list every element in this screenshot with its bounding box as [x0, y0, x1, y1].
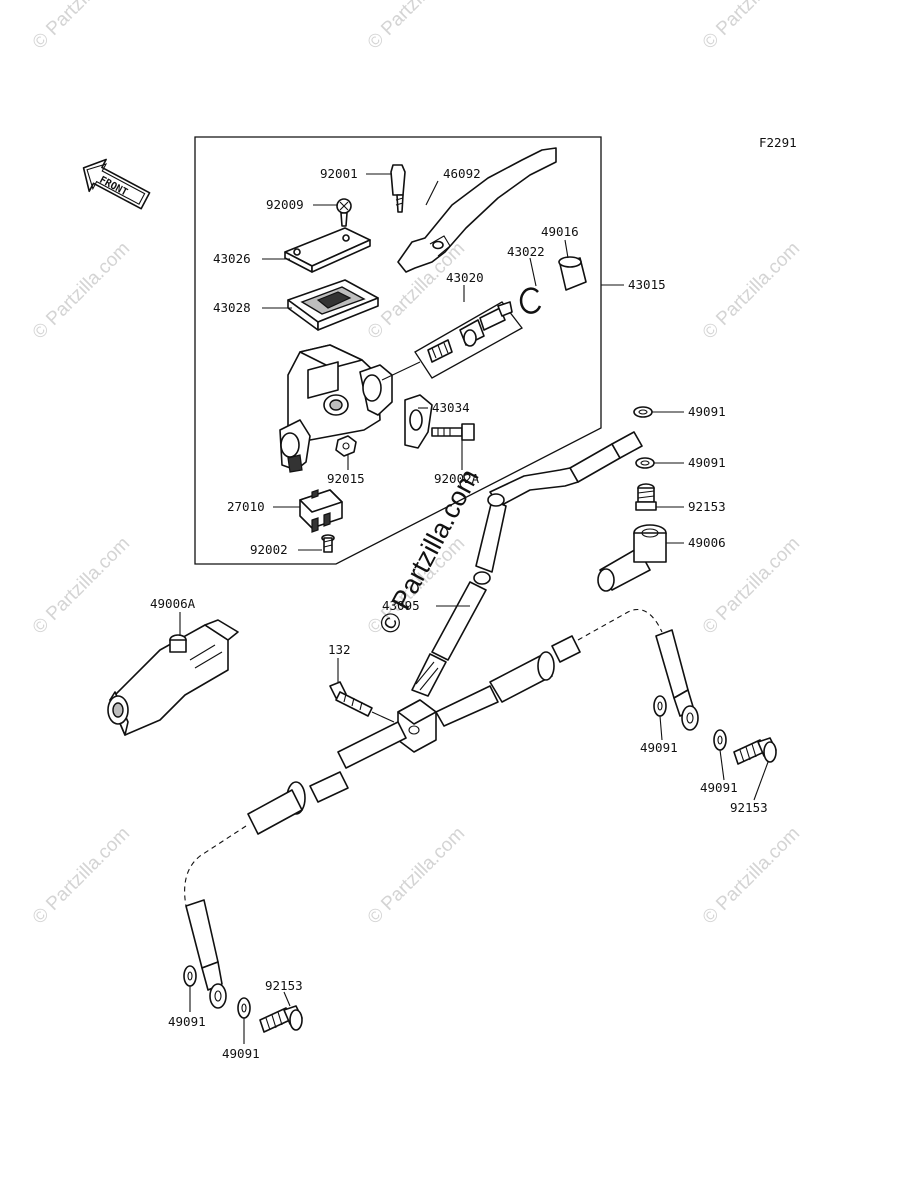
- lever-46092: [397, 147, 557, 273]
- bolt-92002A: [431, 423, 475, 441]
- washer-49091: [653, 695, 667, 717]
- part-label-92002: 92002: [250, 542, 288, 557]
- front-arrow-icon: FRONT: [82, 158, 151, 210]
- watermark: © Partzilla.com: [699, 823, 804, 928]
- circlip-43022: [519, 287, 542, 314]
- part-label-49091: 49091: [222, 1046, 260, 1061]
- watermark: © Partzilla.com: [699, 0, 804, 54]
- nut-92015: [335, 435, 357, 457]
- watermark: © Partzilla.com: [29, 238, 134, 343]
- switch-27010: [299, 489, 343, 533]
- part-label-43028: 43028: [213, 300, 251, 315]
- part-label-92009: 92009: [266, 197, 304, 212]
- washer-49091: [237, 997, 251, 1019]
- part-label-43015: 43015: [628, 277, 666, 292]
- part-label-132: 132: [328, 642, 351, 657]
- leader-lines: [179, 173, 769, 1044]
- part-label-49091: 49091: [640, 740, 678, 755]
- cap-43026: [284, 227, 371, 273]
- junction-block: [397, 699, 437, 753]
- watermark: © Partzilla.com: [364, 0, 469, 54]
- washer-49091: [713, 729, 727, 751]
- screw-92002: [321, 534, 335, 553]
- part-label-49091: 49091: [168, 1014, 206, 1029]
- part-label-49091: 49091: [688, 404, 726, 419]
- assembly-box: [194, 136, 602, 565]
- banjo-bolt-92153: [635, 483, 657, 511]
- boot-49016: [558, 256, 587, 291]
- brake-hose-lower-left: [184, 721, 407, 1009]
- banjo-bolt-92153: [259, 1005, 303, 1033]
- part-label-92001: 92001: [320, 166, 358, 181]
- part-label-92002A: 92002A: [434, 471, 480, 486]
- bolt-92001: [390, 164, 406, 213]
- watermark: © Partzilla.com: [29, 0, 134, 54]
- part-label-92153: 92153: [730, 800, 768, 815]
- part-label-46092: 46092: [443, 166, 481, 181]
- part-label-49016: 49016: [541, 224, 579, 239]
- diaphragm-43028: [287, 279, 379, 331]
- holder-43034: [404, 394, 433, 449]
- screw-92009: [336, 198, 352, 227]
- part-label-43095: 43095: [382, 598, 420, 613]
- part-labels: 92001 46092 92009 43026 49016 43022 4301…: [150, 166, 768, 1061]
- part-label-49006: 49006: [688, 535, 726, 550]
- washer-49091: [633, 406, 653, 418]
- brake-hose-43095: [411, 431, 643, 697]
- banjo-bolt-92153: [733, 737, 777, 765]
- watermark: © Partzilla.com: [364, 823, 469, 928]
- part-label-43020: 43020: [446, 270, 484, 285]
- piston-kit-43020: [414, 301, 523, 379]
- brake-hose-lower-right: [435, 608, 699, 731]
- watermark: © Partzilla.com: [29, 823, 134, 928]
- bolt-132: [329, 681, 395, 723]
- part-label-92153: 92153: [265, 978, 303, 993]
- part-label-43022: 43022: [507, 244, 545, 259]
- part-label-49091: 49091: [688, 455, 726, 470]
- part-label-49006A: 49006A: [150, 596, 196, 611]
- part-label-92153: 92153: [688, 499, 726, 514]
- watermark: © Partzilla.com: [699, 238, 804, 343]
- banjo-fitting-49006: [597, 524, 667, 592]
- joint-49006A: [107, 619, 239, 736]
- figure-code: F2291: [759, 135, 797, 150]
- master-cylinder-body: [279, 344, 421, 473]
- watermark: © Partzilla.com: [29, 533, 134, 638]
- part-label-27010: 27010: [227, 499, 265, 514]
- washer-49091: [635, 457, 655, 469]
- part-label-92015: 92015: [327, 471, 365, 486]
- part-label-49091: 49091: [700, 780, 738, 795]
- part-label-43034: 43034: [432, 400, 470, 415]
- washer-49091: [183, 965, 197, 987]
- part-label-43026: 43026: [213, 251, 251, 266]
